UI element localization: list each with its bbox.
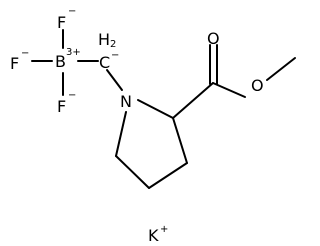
atom-potassium: K: [148, 226, 159, 245]
bond-c2-c3: [172, 117, 188, 164]
bond-n-c2: [137, 99, 174, 119]
structure-diagram: F − F − F − B 3+ H 2 C − N O O K +: [10, 6, 296, 245]
bond-ester-o-methyl: [266, 57, 296, 81]
charge-f-bottom: −: [68, 90, 76, 101]
charge-potassium: +: [160, 224, 168, 235]
atom-boron: B: [55, 52, 66, 71]
bond-carbonyl-ester-o: [212, 82, 246, 98]
atom-f-bottom: F: [57, 97, 66, 116]
molecule-drawing: F − F − F − B 3+ H 2 C − N O O K +: [10, 6, 296, 245]
atom-carbonyl-oxygen: O: [207, 29, 220, 48]
atom-f-top: F: [57, 13, 66, 32]
atom-ester-oxygen: O: [251, 76, 264, 95]
bond-c2-carbonyl: [172, 82, 214, 119]
charge-boron: 3+: [66, 47, 81, 58]
bond-ch2-n: [106, 69, 123, 91]
atom-methylene-h-count: 2: [110, 39, 116, 50]
bond-c5-n: [115, 111, 127, 157]
charge-f-top: −: [68, 6, 76, 17]
charge-f-left: −: [21, 48, 29, 59]
charge-methylene: −: [111, 50, 119, 61]
atom-methylene-h: H: [98, 30, 110, 49]
atom-f-left: F: [10, 54, 19, 73]
atom-methylene-c: C: [99, 53, 110, 72]
bond-c3-c4: [148, 162, 188, 189]
bond-c4-c5: [115, 155, 150, 189]
atom-nitrogen: N: [120, 92, 132, 111]
